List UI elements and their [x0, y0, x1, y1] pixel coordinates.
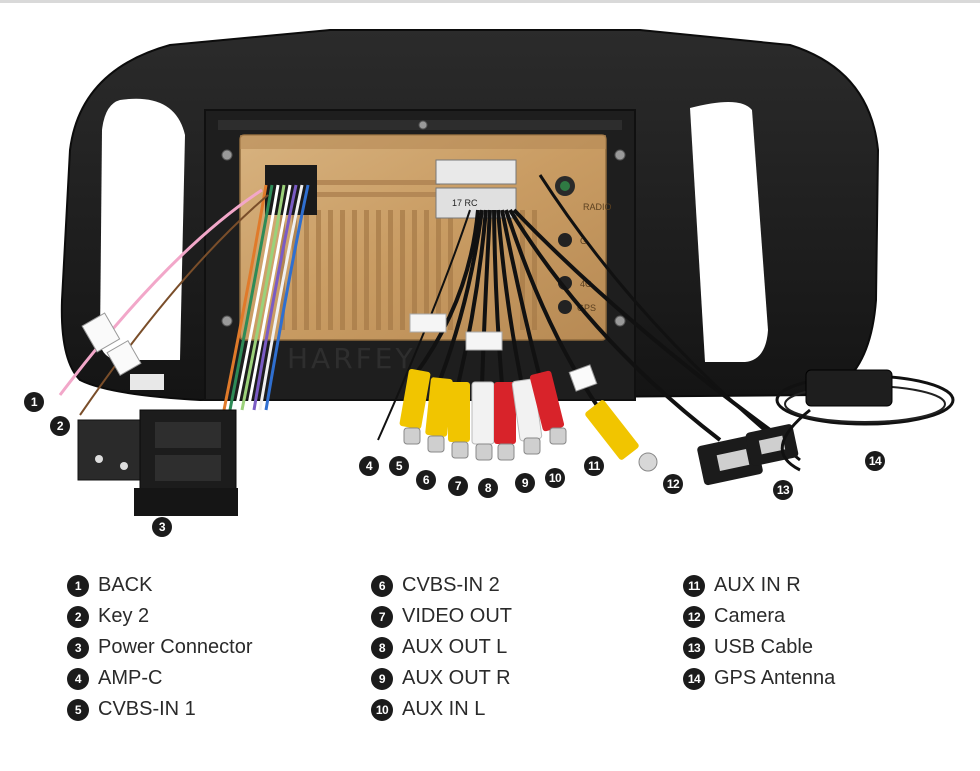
- callout-marker-2: 2: [50, 416, 70, 436]
- legend-label: Camera: [714, 605, 786, 627]
- callout-marker-10: 10: [545, 468, 565, 488]
- legend-number: 5: [67, 698, 89, 721]
- callout-marker-5: 5: [389, 456, 409, 476]
- legend-number: 3: [67, 636, 89, 659]
- rca-cable-bundle: [377, 174, 801, 462]
- legend-number: 11: [683, 574, 705, 597]
- g-port-label: G: [580, 236, 587, 246]
- legend-label: AUX IN L: [402, 698, 486, 720]
- legend-label: AUX OUT R: [402, 667, 511, 689]
- legend-number: 10: [371, 698, 393, 721]
- 4g-port-label: 4G: [580, 279, 592, 289]
- legend-item: 10 AUX IN L: [371, 694, 512, 725]
- legend-item: 2 Key 2: [67, 601, 253, 632]
- callout-marker-13: 13: [773, 480, 793, 500]
- legend-number: 7: [371, 605, 393, 628]
- legend-item: 7 VIDEO OUT: [371, 601, 512, 632]
- legend-item: 9 AUX OUT R: [371, 663, 512, 694]
- legend-column-3: 11 AUX IN R 12 Camera 13 USB Cable 14 GP…: [683, 570, 835, 694]
- legend-label: GPS Antenna: [714, 667, 836, 689]
- legend-number: 8: [371, 636, 393, 659]
- legend-number: 4: [67, 667, 89, 690]
- legend-label: BACK: [98, 574, 153, 596]
- cable-tag-label: 17 RC: [452, 198, 478, 208]
- gps-port-label: GPS: [577, 303, 596, 313]
- legend-item: 8 AUX OUT L: [371, 632, 512, 663]
- legend-label: Key 2: [98, 605, 150, 627]
- legend-number: 6: [371, 574, 393, 597]
- legend-number: 2: [67, 605, 89, 628]
- legend-label: AMP-C: [98, 667, 163, 689]
- legend-item: 5 CVBS-IN 1: [67, 694, 253, 725]
- legend-label: VIDEO OUT: [402, 605, 513, 627]
- wire-harness: [58, 184, 310, 416]
- legend-number: 14: [683, 667, 705, 690]
- callout-marker-9: 9: [515, 473, 535, 493]
- head-unit-illustration: RADIO GPS 4G G 17 RC: [58, 29, 955, 516]
- callout-marker-14: 14: [865, 451, 885, 471]
- legend-label: AUX IN R: [714, 574, 801, 596]
- top-divider: [0, 0, 980, 3]
- callout-marker-6: 6: [416, 470, 436, 490]
- unit-chassis: [221, 120, 626, 341]
- legend-number: 1: [67, 574, 89, 597]
- legend-item: 13 USB Cable: [683, 632, 835, 663]
- legend-label: USB Cable: [714, 636, 813, 658]
- legend-column-2: 6 CVBS-IN 2 7 VIDEO OUT 8 AUX OUT L 9 AU…: [371, 570, 512, 725]
- legend-label: CVBS-IN 2: [402, 574, 500, 596]
- legend-item: 11 AUX IN R: [683, 570, 835, 601]
- callout-marker-8: 8: [478, 478, 498, 498]
- power-connector: [77, 409, 238, 516]
- radio-port-label: RADIO: [583, 202, 612, 212]
- legend-number: 9: [371, 667, 393, 690]
- callout-marker-12: 12: [663, 474, 683, 494]
- legend-item: 4 AMP-C: [67, 663, 253, 694]
- callout-marker-1: 1: [24, 392, 44, 412]
- connector-legend: 1 BACK 2 Key 2 3 Power Connector 4 AMP-C…: [0, 570, 980, 730]
- legend-number: 13: [683, 636, 705, 659]
- legend-number: 12: [683, 605, 705, 628]
- brand-watermark: HARFEY: [287, 342, 416, 375]
- legend-item: 14 GPS Antenna: [683, 663, 835, 694]
- legend-label: CVBS-IN 1: [98, 698, 196, 720]
- legend-item: 1 BACK: [67, 570, 253, 601]
- legend-item: 3 Power Connector: [67, 632, 253, 663]
- legend-item: 6 CVBS-IN 2: [371, 570, 512, 601]
- callout-marker-11: 11: [584, 456, 604, 476]
- callout-marker-4: 4: [359, 456, 379, 476]
- rca-plugs: [399, 369, 658, 472]
- legend-label: Power Connector: [98, 636, 253, 658]
- legend-label: AUX OUT L: [402, 636, 508, 658]
- head-unit-diagram: RADIO GPS 4G G 17 RC: [24, 29, 955, 537]
- gps-antenna: [775, 369, 955, 472]
- legend-item: 12 Camera: [683, 601, 835, 632]
- legend-column-1: 1 BACK 2 Key 2 3 Power Connector 4 AMP-C…: [67, 570, 253, 725]
- callout-marker-7: 7: [448, 476, 468, 496]
- callout-marker-3: 3: [152, 517, 172, 537]
